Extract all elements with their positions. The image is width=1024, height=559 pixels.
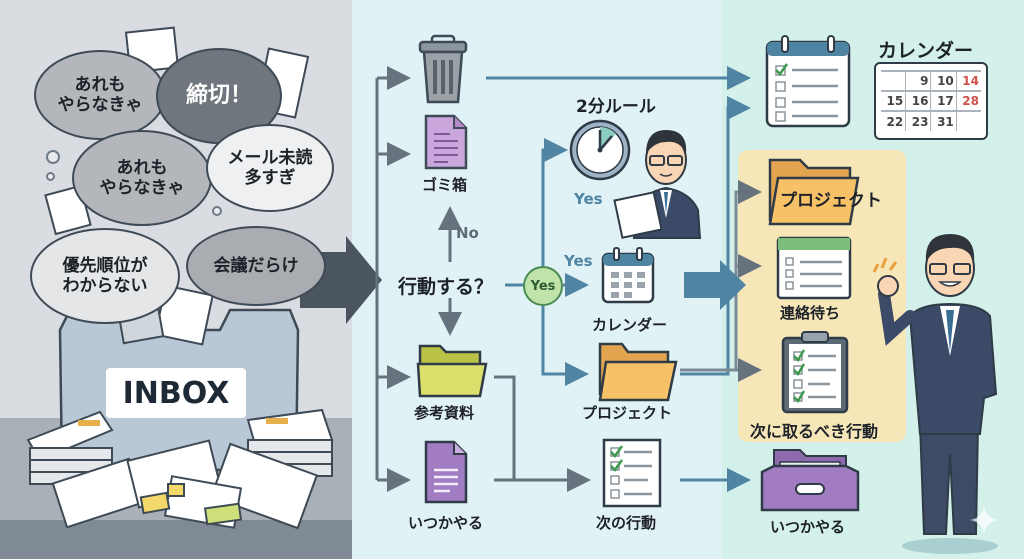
calendar-cell-highlight: 28 — [955, 90, 981, 111]
calendar-cell-highlight: 14 — [955, 70, 981, 91]
project-label: プロジェクト — [582, 404, 673, 422]
yes-node[interactable]: Yes — [523, 266, 563, 306]
calendar-cell: 23 — [905, 110, 931, 131]
sticky-note-icon — [203, 502, 243, 526]
calendar-cell: 16 — [905, 90, 931, 111]
checklist-icon — [602, 438, 662, 508]
businessman-ok-icon — [872, 234, 998, 554]
calendar-cell — [955, 110, 981, 131]
thought-dot — [46, 150, 60, 164]
next-actions-label: 次に取るべき行動 — [750, 422, 879, 441]
someday-drawer-icon — [760, 449, 860, 512]
clock-icon — [569, 119, 631, 181]
yes-two-minute-label: Yes — [574, 190, 603, 208]
someday-label: いつかやる — [408, 514, 484, 532]
calendar-cell: 22 — [881, 110, 906, 131]
arrow-reference-to-next — [494, 375, 591, 492]
sticky-note-icon — [139, 491, 171, 515]
calendar-row: 22 23 31 — [881, 110, 981, 131]
project-folder-icon — [598, 342, 678, 402]
calendar-cell: 10 — [930, 70, 957, 91]
project-list-label: プロジェクト — [780, 191, 882, 211]
waiting-list-icon — [776, 236, 852, 300]
calendar-cell: 31 — [930, 110, 957, 131]
project-folder-large-icon — [768, 158, 860, 226]
trash-label: ゴミ箱 — [422, 176, 468, 194]
next-action-label: 次の行動 — [596, 514, 657, 532]
calendar-cell: 9 — [905, 70, 931, 91]
document-icon — [424, 114, 468, 170]
two-minute-rule-title: 2分ルール — [576, 97, 656, 117]
yes-calendar-label: Yes — [564, 252, 593, 270]
thought-bubble: あれも やらなきゃ — [72, 130, 212, 226]
clipboard-checklist-icon — [781, 331, 849, 414]
calendar-grid: 9 10 14 15 16 17 28 22 23 31 — [874, 62, 988, 140]
reference-folder-icon — [416, 344, 488, 398]
someday-document-icon — [424, 440, 468, 504]
decision-label: 行動する？ — [398, 276, 494, 298]
sparkle-icon — [970, 506, 998, 534]
businessman-reading-icon — [613, 130, 702, 239]
someday-outcome-label: いつかやる — [770, 518, 846, 536]
arrow-to-project — [734, 180, 762, 370]
no-label: No — [456, 224, 479, 242]
inbox-label: INBOX — [106, 368, 246, 418]
waiting-label: 連絡待ち — [780, 304, 841, 322]
arrow-yes-to-project — [541, 306, 589, 386]
calendar-row: 9 10 14 — [881, 70, 981, 91]
arrow-yes-to-clock — [541, 138, 568, 266]
trash-can-icon — [418, 34, 468, 104]
task-calendar-icon — [765, 35, 851, 128]
thought-dot — [212, 206, 222, 216]
thought-bubble-meetings: 会議だらけ — [186, 226, 326, 306]
arrow-project-to-list — [680, 96, 751, 376]
calendar-title: カレンダー — [878, 40, 974, 62]
thought-bubble-priority: 優先順位が わからない — [30, 228, 180, 324]
calendar-cell: 15 — [881, 90, 906, 111]
reference-label: 参考資料 — [414, 404, 475, 422]
calendar-cell — [881, 70, 906, 91]
calendar-row: 15 16 17 28 — [881, 90, 981, 111]
sticky-note-icon — [167, 483, 185, 497]
big-blue-arrow — [684, 260, 746, 310]
calendar-label: カレンダー — [592, 316, 668, 334]
thought-bubble-email: メール未読 多すぎ — [206, 124, 334, 212]
thought-dot — [46, 172, 55, 181]
calendar-cell: 17 — [930, 90, 957, 111]
calendar-icon — [601, 247, 655, 304]
